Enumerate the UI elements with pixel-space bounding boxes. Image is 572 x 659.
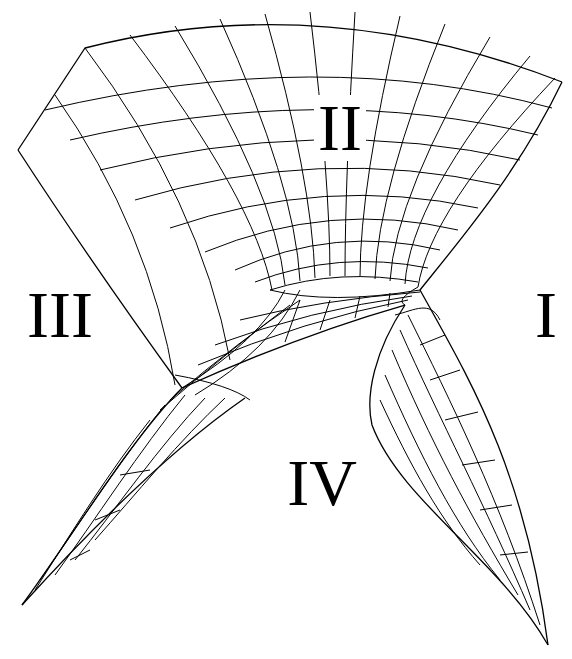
region-label: I [531, 282, 561, 348]
region-label: III [23, 282, 97, 348]
region-label: IV [283, 450, 361, 516]
region-label: II [314, 95, 366, 161]
